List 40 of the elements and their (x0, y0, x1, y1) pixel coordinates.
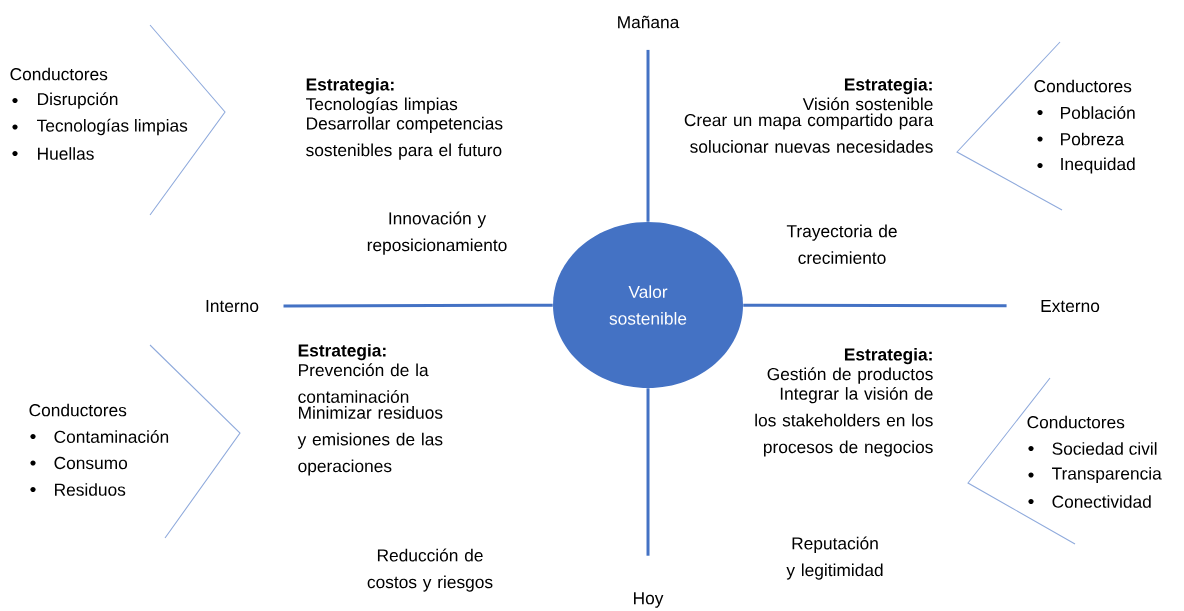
strategy-name: Tecnologías limpias (306, 97, 458, 114)
list-item: Tecnologías limpias (37, 118, 188, 136)
list-item: Pobreza (1061, 132, 1125, 146)
strategy-text: Integrar la visión de los stakeholders en los procesos de negocios (755, 386, 933, 457)
strategy-name: Prevención de la contaminación (298, 363, 429, 403)
list-item: Disrupción (38, 92, 118, 109)
strategy-heading: Estrategia: (845, 77, 932, 95)
axis-label: Interno (206, 299, 259, 313)
list-heading: Conductores (1027, 415, 1125, 429)
axis-label: Mañana (618, 15, 680, 29)
list-item: Sociedad civil (1052, 442, 1157, 455)
outcome-text: Reducción de costos y riesgos (367, 548, 493, 592)
strategy-name: Visión sostenible (802, 97, 933, 111)
list-item: Residuos (55, 483, 126, 496)
outcome-text: Innovación y reposicionamiento (367, 211, 507, 255)
list-heading: Conductores (29, 403, 127, 417)
strategy-text: Desarrollar competencias sostenibles para el futuro (306, 116, 503, 160)
strategy-heading: Estrategia: (298, 343, 386, 361)
outcome-text: Trayectoria de crecimiento (786, 224, 897, 264)
axis-label: Externo (1041, 299, 1100, 313)
strategy-heading: Estrategia: (845, 347, 932, 365)
axis-label: Hoy (634, 592, 664, 608)
axis-line (743, 303, 1007, 308)
strategy-name: Gestión de productos (767, 367, 933, 384)
list-item: Transparencia (1052, 466, 1162, 484)
list-item: Población (1061, 106, 1135, 119)
list-heading: Conductores (1034, 79, 1132, 93)
list-item: Consumo (54, 456, 128, 470)
list-heading: Conductores (10, 67, 108, 81)
list-item: Contaminación (54, 430, 169, 443)
axis-line (646, 388, 650, 556)
list-item: Conectividad (1052, 495, 1151, 508)
strategy-text: Minimizar residuos y emisiones de las operaciones (297, 406, 443, 476)
list-item: Inequidad (1061, 157, 1135, 174)
strategy-text: Crear un mapa compartido para solucionar nuevas necesidades (684, 113, 934, 153)
list-item: Huellas (38, 147, 94, 160)
axis-line (283, 303, 553, 308)
strategy-heading: Estrategia: (306, 77, 394, 95)
outcome-text: Reputación y legitimidad (786, 536, 883, 580)
axis-line (646, 49, 650, 222)
